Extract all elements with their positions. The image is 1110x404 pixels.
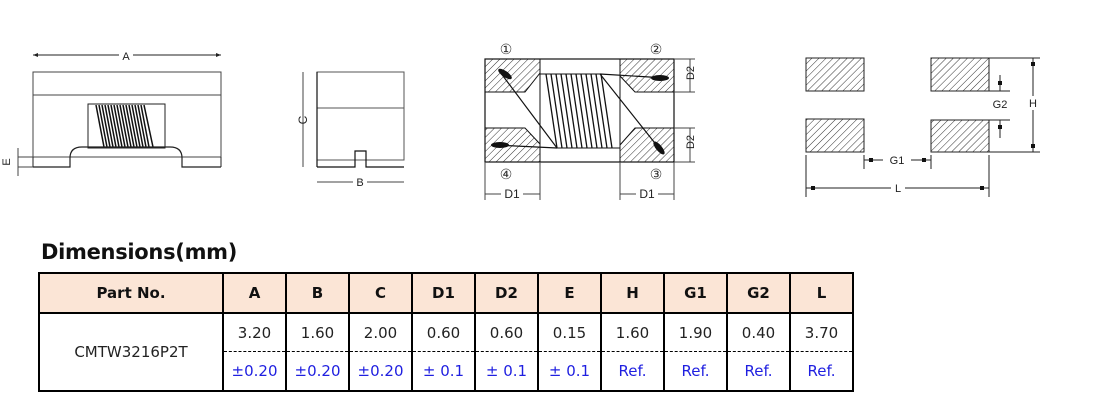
tolerance-e: ± 0.1 <box>537 351 602 392</box>
label-b: B <box>356 177 363 189</box>
tolerance-c: ±0.20 <box>348 351 413 392</box>
value-h: 1.60 <box>600 312 665 352</box>
header-g1: G1 <box>663 272 728 314</box>
tolerance-g2: Ref. <box>726 351 791 392</box>
table-row-values: CMTW3216P2T 3.20 1.60 2.00 0.60 0.60 0.1… <box>38 312 854 392</box>
tolerance-d1: ± 0.1 <box>411 351 476 392</box>
value-d2: 0.60 <box>474 312 539 352</box>
label-g1: G1 <box>890 155 905 167</box>
value-g1: 1.90 <box>663 312 728 352</box>
top-view-drawing: ① ② ③ ④ D1 D1 D2 D2 <box>484 41 697 201</box>
value-c: 2.00 <box>348 312 413 352</box>
part-number-cell: CMTW3216P2T <box>38 312 224 392</box>
label-d2-top: D2 <box>685 66 697 80</box>
pin-2-label: ② <box>650 41 663 57</box>
header-b: B <box>285 272 350 314</box>
label-e: E <box>1 158 13 165</box>
header-l: L <box>789 272 854 314</box>
pin-3-label: ③ <box>650 166 663 182</box>
table-header-row: Part No. A B C D1 D2 E H G1 G2 L <box>38 272 854 314</box>
label-h: H <box>1029 98 1037 110</box>
value-g2: 0.40 <box>726 312 791 352</box>
table-row-tolerances: ±0.20 ±0.20 ±0.20 ± 0.1 ± 0.1 ± 0.1 Ref.… <box>39 351 854 392</box>
label-a: A <box>122 51 130 63</box>
label-d1-right: D1 <box>639 187 655 201</box>
header-part-no: Part No. <box>38 272 224 314</box>
header-e: E <box>537 272 602 314</box>
label-d2-bottom: D2 <box>685 135 697 149</box>
value-b: 1.60 <box>285 312 350 352</box>
land-pattern-drawing: H G2 G1 L <box>805 57 1041 197</box>
header-d1: D1 <box>411 272 476 314</box>
label-g2: G2 <box>993 99 1008 111</box>
tolerance-d2: ± 0.1 <box>474 351 539 392</box>
value-d1: 0.60 <box>411 312 476 352</box>
tolerance-g1: Ref. <box>663 351 728 392</box>
pin-1-label: ① <box>500 41 513 57</box>
pin-4-label: ④ <box>500 166 513 182</box>
header-c: C <box>348 272 413 314</box>
dimension-drawings: A E C B <box>1 41 1041 201</box>
value-e: 0.15 <box>537 312 602 352</box>
tolerance-a: ±0.20 <box>222 351 287 392</box>
label-l: L <box>895 183 901 195</box>
header-g2: G2 <box>726 272 791 314</box>
end-view-drawing: C B <box>296 71 405 189</box>
header-d2: D2 <box>474 272 539 314</box>
tolerance-l: Ref. <box>789 351 854 392</box>
label-d1-left: D1 <box>504 187 520 201</box>
value-l: 3.70 <box>789 312 854 352</box>
section-title: Dimensions(mm) <box>41 240 238 264</box>
dimensions-table: Part No. A B C D1 D2 E H G1 G2 L CMTW321… <box>38 272 854 392</box>
tolerance-b: ±0.20 <box>285 351 350 392</box>
header-a: A <box>222 272 287 314</box>
label-c: C <box>296 115 310 124</box>
side-view-drawing: A E <box>1 48 222 176</box>
value-a: 3.20 <box>222 312 287 352</box>
header-h: H <box>600 272 665 314</box>
tolerance-h: Ref. <box>600 351 665 392</box>
